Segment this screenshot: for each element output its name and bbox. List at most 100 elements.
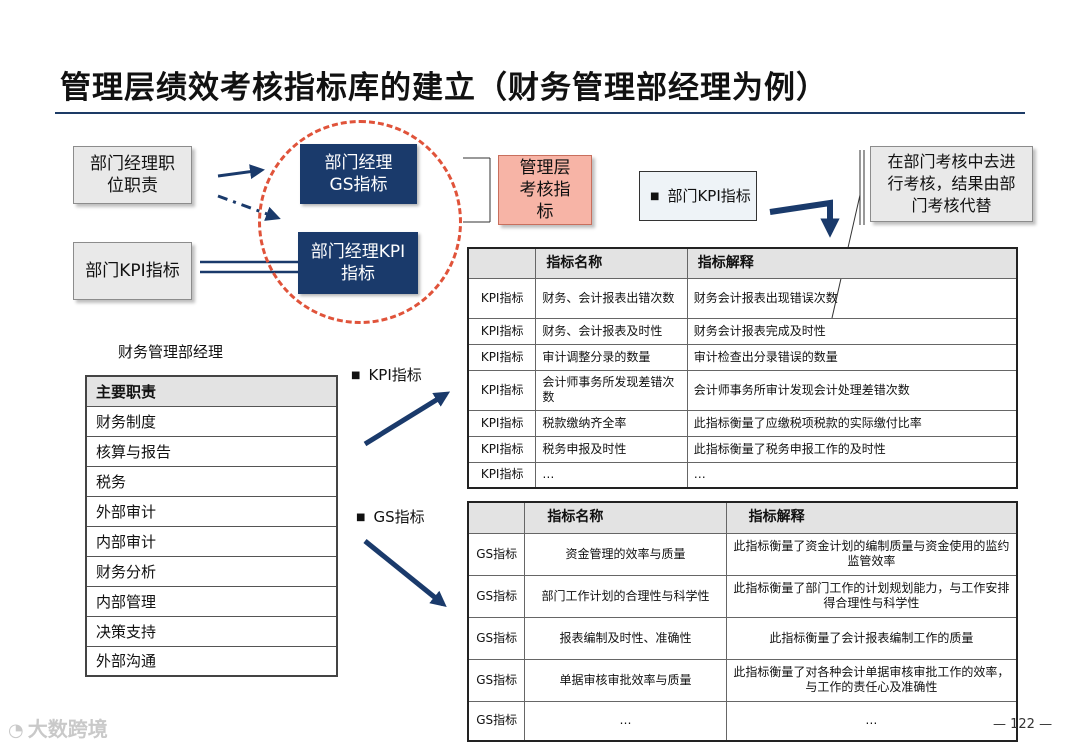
kpi-cell-name: 财务、会计报表及时性 [535,317,688,345]
gs-cell-type: GS指标 [467,616,526,660]
duties-table: 主要职责 财务制度 核算与报告 税务 外部审计 内部审计 财务分析 内部管理 决… [85,375,338,677]
gs-cell-desc: 此指标衡量了会计报表编制工作的质量 [725,616,1018,660]
kpi-bullet: ■ KPI指标 [351,364,422,385]
kpi-cell-name: 税款缴纳齐全率 [535,409,688,437]
table-row: KPI指标 审计调整分录的数量 审计检查出分录错误的数量 [467,343,1018,371]
duty-item: 外部审计 [85,495,338,527]
gs-cell-desc: 此指标衡量了部门工作的计划规划能力，与工作安排得合理性与科学性 [725,574,1018,618]
kpi-table: 指标名称 指标解释 KPI指标 财务、会计报表出错次数 财务会计报表出现错误次数… [467,247,1018,489]
duty-box: 部门经理职位职责 [73,146,192,204]
kpi-cell-name: 会计师事务所发现差错次数 [535,369,688,411]
gs-bullet-label: GS指标 [373,508,425,526]
duty-item: 内部审计 [85,525,338,557]
role-caption: 财务管理部经理 [118,343,224,361]
square-bullet-icon: ■ [356,512,366,523]
duty-item: 财务分析 [85,555,338,587]
square-bullet-icon: ■ [650,190,660,202]
manager-kpi-box: 部门经理KPI指标 [298,232,418,294]
duty-item: 税务 [85,465,338,497]
table-row: 内部审计 [85,525,338,557]
gs-cell-name: 部门工作计划的合理性与科学性 [524,574,727,618]
kpi-cell-name: 税务申报及时性 [535,435,688,463]
table-row: KPI指标 … … [467,461,1018,489]
gs-table: 指标名称 指标解释 GS指标 资金管理的效率与质量 此指标衡量了资金计划的编制质… [467,501,1018,742]
table-header-row: 指标名称 指标解释 [467,247,1018,279]
gs-cell-name: 单据审核审批效率与质量 [524,658,727,702]
kpi-cell-desc: … [686,461,1018,489]
manager-gs-box: 部门经理GS指标 [300,144,417,204]
table-row: 外部审计 [85,495,338,527]
dept-kpi-label-box: ■ 部门KPI指标 [639,171,757,221]
gs-bullet: ■ GS指标 [356,506,425,527]
table-row: GS指标 资金管理的效率与质量 此指标衡量了资金计划的编制质量与资金使用的监约监… [467,532,1018,576]
table-row: 税务 [85,465,338,497]
table-row: GS指标 部门工作计划的合理性与科学性 此指标衡量了部门工作的计划规划能力，与工… [467,574,1018,618]
kpi-header-type [467,247,537,279]
table-row: GS指标 报表编制及时性、准确性 此指标衡量了会计报表编制工作的质量 [467,616,1018,660]
note-box: 在部门考核中去进行考核，结果由部门考核代替 [870,146,1033,222]
table-row: 财务制度 [85,405,338,437]
gs-header-type [467,501,526,534]
kpi-header-desc: 指标解释 [686,247,1018,279]
table-row: 决策支持 [85,615,338,647]
page-number: — 122 — [993,717,1053,732]
gs-cell-name: … [524,700,727,742]
kpi-cell-type: KPI指标 [467,343,537,371]
mgmt-indicator-box: 管理层考核指标 [498,155,592,225]
kpi-cell-type: KPI指标 [467,277,537,319]
table-row: GS指标 单据审核审批效率与质量 此指标衡量了对各种会计单据审核审批工作的效率，… [467,658,1018,702]
duty-item: 外部沟通 [85,645,338,677]
brand-logo-icon: ◔ [8,720,24,741]
duty-item: 核算与报告 [85,435,338,467]
table-row: KPI指标 财务、会计报表出错次数 财务会计报表出现错误次数 [467,277,1018,319]
duties-header: 主要职责 [85,375,338,407]
kpi-cell-type: KPI指标 [467,461,537,489]
kpi-cell-type: KPI指标 [467,317,537,345]
kpi-cell-name: … [535,461,688,489]
table-row: KPI指标 会计师事务所发现差错次数 会计师事务所审计发现会计处理差错次数 [467,369,1018,411]
footer-logo-text: 大数跨境 [27,717,108,741]
kpi-cell-desc: 会计师事务所审计发现会计处理差错次数 [686,369,1018,411]
kpi-cell-desc: 此指标衡量了应缴税项税款的实际缴付比率 [686,409,1018,437]
gs-header-name: 指标名称 [524,501,727,534]
arrow-to-kpi-table [363,391,451,447]
gs-cell-name: 资金管理的效率与质量 [524,532,727,576]
gs-cell-desc: 此指标衡量了对各种会计单据审核审批工作的效率，与工作的责任心及准确性 [725,658,1018,702]
kpi-header-name: 指标名称 [535,247,688,279]
gs-cell-desc: … [725,700,1018,742]
kpi-cell-type: KPI指标 [467,435,537,463]
kpi-cell-desc: 财务会计报表完成及时性 [686,317,1018,345]
gs-cell-type: GS指标 [467,574,526,618]
duty-item: 财务制度 [85,405,338,437]
gs-cell-type: GS指标 [467,700,526,742]
arrow-to-gs-table [363,539,447,608]
gs-cell-type: GS指标 [467,658,526,702]
page-title: 管理层绩效考核指标库的建立（财务管理部经理为例） [60,70,828,106]
footer-logo: ◔大数跨境 [8,713,108,742]
table-row: 外部沟通 [85,645,338,677]
kpi-cell-desc: 财务会计报表出现错误次数 [686,277,1018,319]
kpi-cell-name: 审计调整分录的数量 [535,343,688,371]
gs-header-desc: 指标解释 [725,501,1018,534]
table-row: KPI指标 财务、会计报表及时性 财务会计报表完成及时性 [467,317,1018,345]
duty-item: 内部管理 [85,585,338,617]
arrow-duty-to-gs [217,164,265,180]
table-row: 内部管理 [85,585,338,617]
table-header-row: 指标名称 指标解释 [467,501,1018,534]
gs-cell-name: 报表编制及时性、准确性 [524,616,727,660]
dept-kpi-label: 部门KPI指标 [667,186,751,205]
kpi-bullet-label: KPI指标 [368,366,422,384]
table-row: KPI指标 税务申报及时性 此指标衡量了税务申报工作的及时性 [467,435,1018,463]
bent-arrow-to-kpi-table [769,199,840,238]
table-row: KPI指标 税款缴纳齐全率 此指标衡量了应缴税项税款的实际缴付比率 [467,409,1018,437]
square-bullet-icon: ■ [351,370,361,381]
kpi-cell-type: KPI指标 [467,369,537,411]
table-row: 主要职责 [85,375,338,407]
dashed-circle-outline [258,120,462,324]
kpi-cell-name: 财务、会计报表出错次数 [535,277,688,319]
duty-item: 决策支持 [85,615,338,647]
kpi-cell-desc: 审计检查出分录错误的数量 [686,343,1018,371]
gs-cell-type: GS指标 [467,532,526,576]
table-row: GS指标 … … [467,700,1018,742]
dept-kpi-source-box: 部门KPI指标 [73,242,192,300]
